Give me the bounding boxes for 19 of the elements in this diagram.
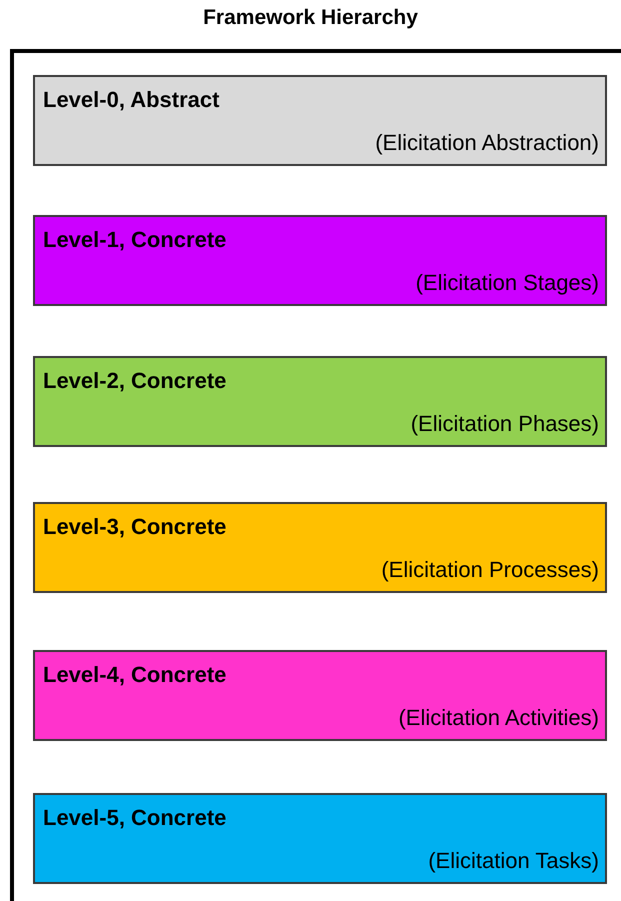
level-heading: Level-0, Abstract — [43, 87, 220, 113]
level-description: (Elicitation Activities) — [398, 705, 599, 731]
diagram-title: Framework Hierarchy — [202, 6, 419, 30]
level-description: (Elicitation Processes) — [381, 557, 599, 583]
level-heading: Level-2, Concrete — [43, 368, 226, 394]
level-box — [33, 650, 607, 741]
level-box — [33, 75, 607, 166]
level-heading: Level-5, Concrete — [43, 805, 226, 831]
level-heading: Level-1, Concrete — [43, 227, 226, 253]
level-description: (Elicitation Stages) — [416, 270, 599, 296]
level-heading: Level-4, Concrete — [43, 662, 226, 688]
level-box — [33, 356, 607, 447]
level-description: (Elicitation Tasks) — [428, 848, 599, 874]
level-box — [33, 502, 607, 593]
level-box — [33, 793, 607, 884]
level-box — [33, 215, 607, 306]
level-heading: Level-3, Concrete — [43, 514, 226, 540]
level-description: (Elicitation Abstraction) — [375, 130, 599, 156]
level-description: (Elicitation Phases) — [410, 411, 599, 437]
